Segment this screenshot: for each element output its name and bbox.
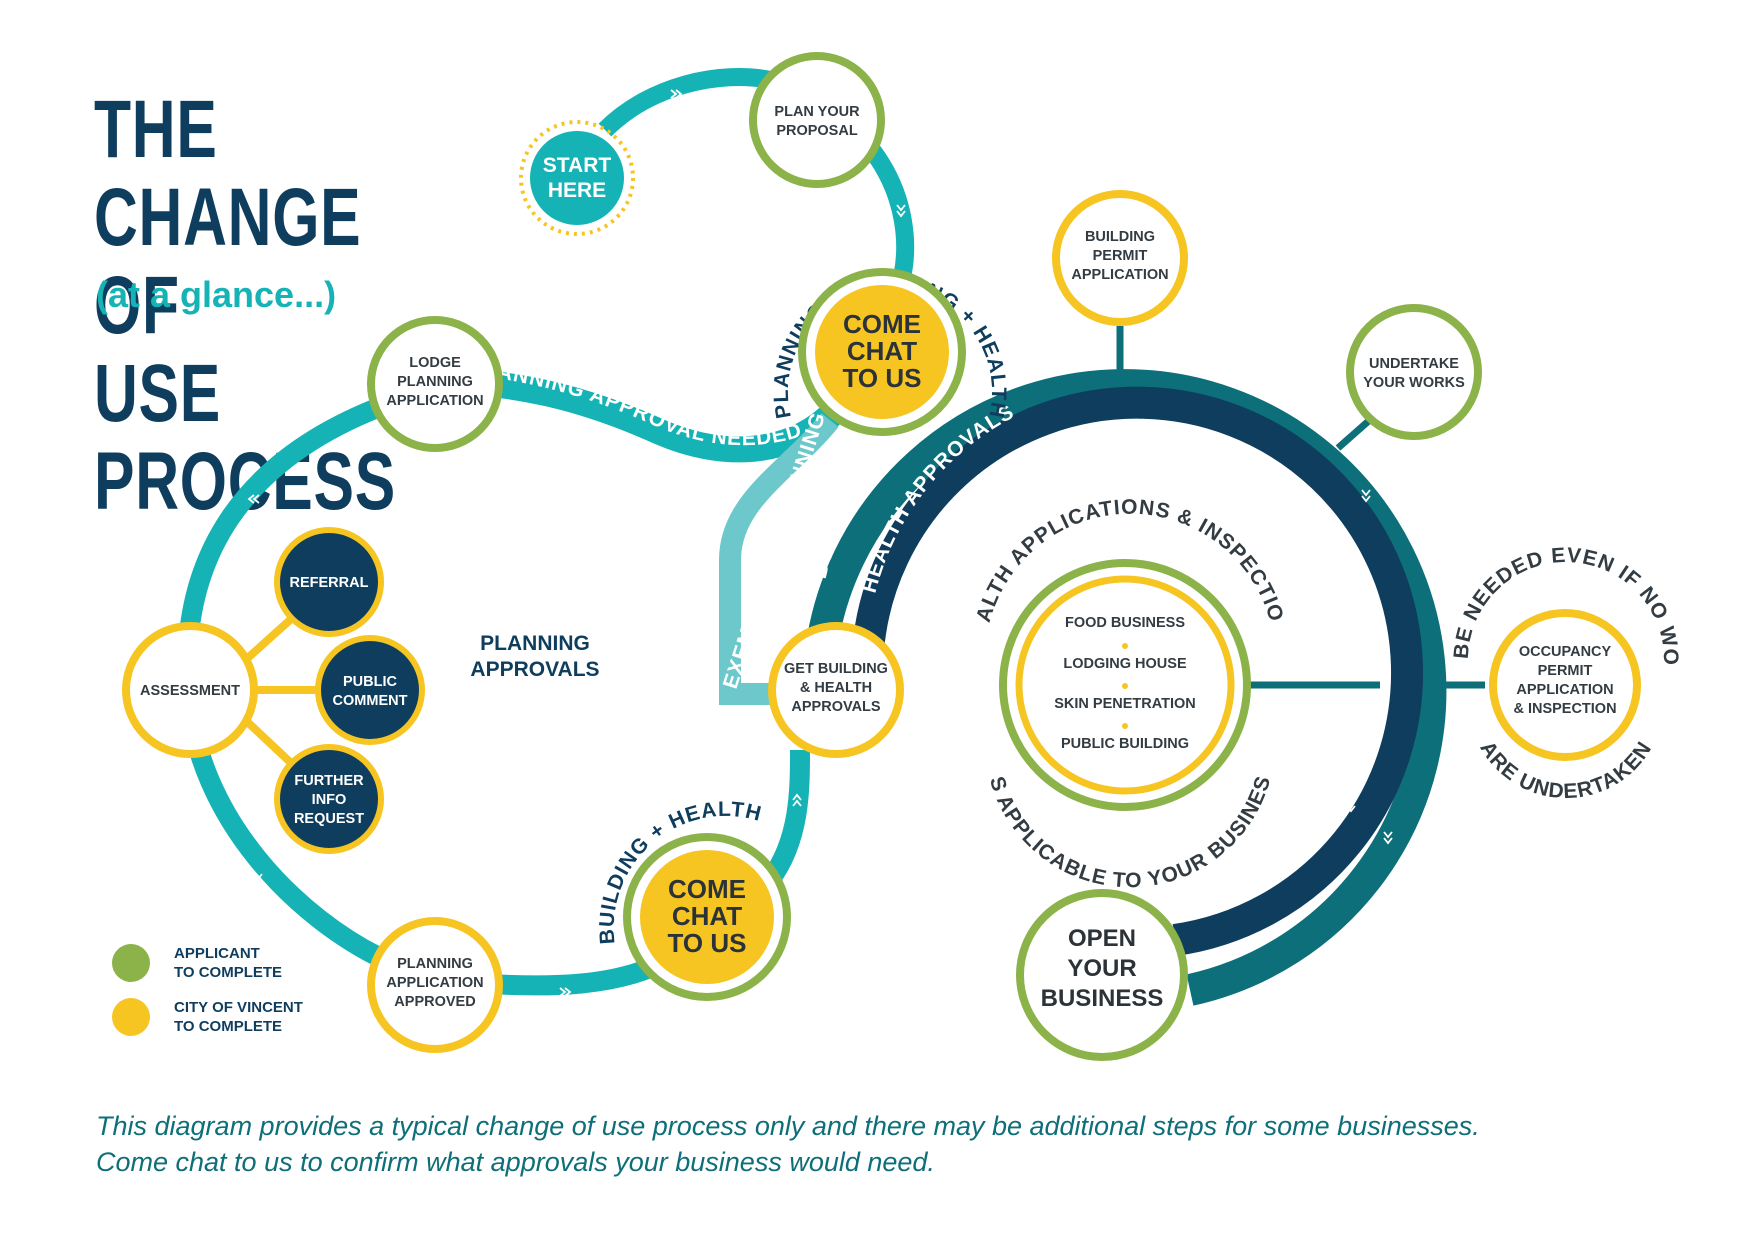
chat-top-line-1: COME	[843, 309, 921, 339]
start-line-2: HERE	[548, 179, 606, 202]
chat-top-line-2: CHAT	[847, 336, 917, 366]
permit-line-1: BUILDING	[1085, 229, 1155, 245]
assessment-label: ASSESSMENT	[140, 683, 240, 699]
legend-city-line-2: TO COMPLETE	[174, 1018, 282, 1035]
ring-spokes	[1116, 326, 1485, 689]
open-business-node: OPEN YOUR BUSINESS	[1016, 889, 1188, 1061]
approved-line-3: APPROVED	[394, 994, 475, 1010]
occupancy-permit-node: OCCUPANCY PERMIT APPLICATION & INSPECTIO…	[1489, 609, 1641, 761]
come-chat-bottom-node: COME CHAT TO US	[623, 833, 791, 1001]
permit-line-2: PERMIT	[1093, 248, 1148, 264]
title-line-1: THE CHANGE OF	[94, 84, 362, 351]
legend-city-swatch	[112, 998, 150, 1036]
page-subtitle: (at a glance...)	[96, 274, 337, 315]
chat-bottom-line-1: COME	[668, 874, 746, 904]
lodge-application-node: LODGE PLANNING APPLICATION	[367, 316, 503, 452]
health-item-food: FOOD BUSINESS	[1065, 615, 1185, 631]
planning-approval-needed-label: PLANNING APPROVAL NEEDED	[467, 356, 804, 450]
footer-line-1: This diagram provides a typical change o…	[96, 1111, 1480, 1141]
flow-chevrons	[247, 89, 1393, 997]
come-chat-top-node: COME CHAT TO US	[798, 268, 966, 436]
further-info-line-2: INFO	[312, 792, 347, 808]
assessment-node: ASSESSMENT	[122, 622, 258, 758]
chat-bottom-line-3: TO US	[668, 928, 747, 958]
health-item-lodging: LODGING HOUSE	[1063, 656, 1187, 672]
undertake-line-1: UNDERTAKE	[1369, 356, 1459, 372]
lodge-line-2: PLANNING	[397, 374, 473, 390]
occupancy-line-2: PERMIT	[1538, 663, 1593, 679]
planning-approvals-line-1: PLANNING	[480, 632, 590, 655]
approved-line-1: PLANNING	[397, 956, 473, 972]
open-line-3: BUSINESS	[1041, 985, 1164, 1012]
legend: APPLICANT TO COMPLETE CITY OF VINCENT TO…	[112, 944, 303, 1036]
planning-approvals-line-2: APPROVALS	[470, 658, 599, 681]
track-chat-to-get	[761, 749, 810, 886]
plan-line-2: PROPOSAL	[776, 123, 858, 139]
get-line-1: GET BUILDING	[784, 661, 888, 677]
chat-bottom-line-2: CHAT	[672, 901, 742, 931]
track-start-to-plan	[598, 68, 772, 137]
legend-applicant-line-1: APPLICANT	[174, 945, 260, 962]
legend-applicant-swatch	[112, 944, 150, 982]
health-applications-node: FOOD BUSINESS LODGING HOUSE SKIN PENETRA…	[999, 559, 1251, 811]
planning-approvals-text: PLANNING APPROVALS	[470, 632, 599, 681]
health-item-public-building: PUBLIC BUILDING	[1061, 736, 1189, 752]
footer-line-2: Come chat to us to confirm what approval…	[96, 1147, 935, 1177]
legend-city-line-1: CITY OF VINCENT	[174, 999, 303, 1016]
track-exempt	[719, 413, 839, 705]
start-here-node: START HERE	[519, 120, 635, 236]
get-line-2: & HEALTH	[800, 680, 872, 696]
further-info-line-3: REQUEST	[294, 811, 364, 827]
referral-label: REFERRAL	[290, 575, 369, 591]
lodge-line-3: APPLICATION	[386, 393, 483, 409]
public-comment-node: PUBLIC COMMENT	[315, 635, 425, 745]
further-info-line-1: FURTHER	[294, 773, 364, 789]
chat-top-line-3: TO US	[843, 363, 922, 393]
building-permit-node: BUILDING PERMIT APPLICATION	[1052, 190, 1188, 326]
planning-approved-node: PLANNING APPLICATION APPROVED	[367, 917, 503, 1053]
undertake-works-node: UNDERTAKE YOUR WORKS	[1346, 304, 1482, 440]
track-planning-needed	[431, 365, 846, 463]
lodge-line-1: LODGE	[409, 355, 461, 371]
further-info-node: FURTHER INFO REQUEST	[274, 744, 384, 854]
plan-line-1: PLAN YOUR	[774, 104, 860, 120]
permit-line-3: APPLICATION	[1071, 267, 1168, 283]
legend-applicant-line-2: TO COMPLETE	[174, 964, 282, 981]
undertake-line-2: YOUR WORKS	[1363, 375, 1465, 391]
footer-note: This diagram provides a typical change o…	[96, 1108, 1696, 1180]
open-line-1: OPEN	[1068, 925, 1136, 952]
referral-node: REFERRAL	[274, 527, 384, 637]
health-item-skin: SKIN PENETRATION	[1054, 696, 1196, 712]
start-line-1: START	[543, 154, 612, 177]
approved-line-2: APPLICATION	[386, 975, 483, 991]
track-health-ring	[852, 386, 1424, 956]
get-line-3: APPROVALS	[791, 699, 880, 715]
open-line-2: YOUR	[1067, 955, 1136, 982]
plan-proposal-node: PLAN YOUR PROPOSAL	[749, 52, 885, 188]
get-building-health-node: GET BUILDING & HEALTH APPROVALS	[768, 622, 904, 758]
occupancy-line-4: & INSPECTION	[1513, 701, 1616, 717]
public-comment-line-2: COMMENT	[333, 693, 408, 709]
occupancy-line-3: APPLICATION	[1516, 682, 1613, 698]
occupancy-line-1: OCCUPANCY	[1519, 644, 1612, 660]
track-approved-to-chat	[489, 958, 654, 996]
public-comment-line-1: PUBLIC	[343, 674, 398, 690]
